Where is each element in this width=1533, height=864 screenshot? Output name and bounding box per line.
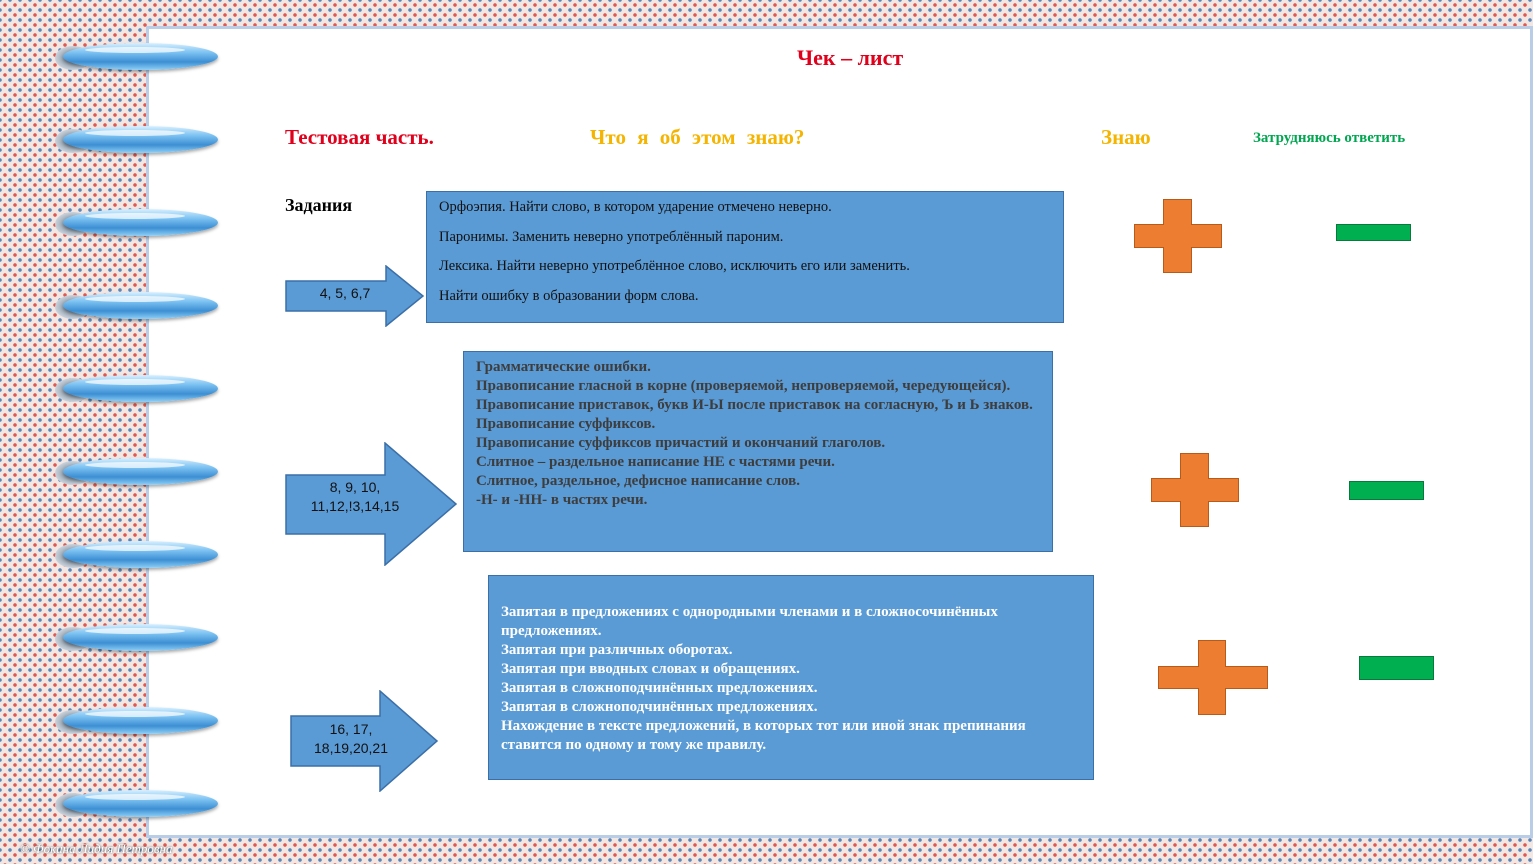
topic-item: Орфоэпия. Найти слово, в котором ударени… bbox=[439, 199, 832, 215]
topic-item: Лексика. Найти неверно употреблённое сло… bbox=[439, 258, 910, 274]
topic-item: Запятая при вводных словах и обращениях. bbox=[501, 661, 800, 677]
binding-ring bbox=[55, 40, 225, 74]
topic-item: Запятая в предложениях с однородными чле… bbox=[501, 604, 998, 639]
header-what-i-know: Что я об этом знаю? bbox=[590, 125, 805, 149]
binding-ring bbox=[55, 704, 225, 738]
page-title: Чек – лист bbox=[797, 45, 904, 70]
topic-item: -Н- и -НН- в частях речи. bbox=[476, 492, 648, 508]
copyright-text: © Фокина Лидия Петровна bbox=[20, 841, 173, 856]
topic-item: Паронимы. Заменить неверно употреблённый… bbox=[439, 228, 784, 245]
task-numbers-line: 16, 17, bbox=[329, 721, 373, 737]
header-test-part: Тестовая часть. bbox=[285, 125, 434, 149]
binding-ring bbox=[55, 455, 225, 489]
topic-item: Грамматические ошибки. bbox=[476, 359, 651, 375]
binding-ring bbox=[55, 538, 225, 572]
topic-item: Правописание суффиксов причастий и оконч… bbox=[476, 435, 886, 451]
tasks-label: Задания bbox=[285, 195, 353, 215]
topic-item: Найти ошибку в образовании форм слова. bbox=[439, 287, 699, 304]
header-hard-to-answer: Затрудняюсь ответить bbox=[1253, 130, 1406, 146]
topic-box-1: Орфоэпия. Найти слово, в котором ударени… bbox=[426, 191, 1064, 323]
minus-icon[interactable] bbox=[1359, 656, 1434, 680]
binding-ring bbox=[55, 372, 225, 406]
binding-ring bbox=[55, 123, 225, 157]
task-numbers-arrow-1: 4, 5, 6,7 bbox=[285, 265, 425, 327]
minus-icon[interactable] bbox=[1349, 481, 1424, 500]
task-numbers-arrow-3: 16, 17, 18,19,20,21 bbox=[290, 690, 439, 792]
topic-item: Правописание приставок, букв И-Ы после п… bbox=[476, 397, 1033, 413]
topic-item: Правописание гласной в корне (проверяемо… bbox=[476, 378, 1011, 394]
topic-item: Запятая при различных оборотах. bbox=[501, 642, 733, 658]
binding-ring bbox=[55, 621, 225, 655]
binding-ring bbox=[55, 289, 225, 323]
plus-icon[interactable] bbox=[1158, 640, 1268, 715]
topic-item: Запятая в сложноподчинённых предложениях… bbox=[501, 680, 818, 696]
task-numbers-arrow-2: 8, 9, 10, 11,12,!3,14,15 bbox=[285, 442, 458, 566]
binding-ring bbox=[55, 206, 225, 240]
topic-item: Правописание суффиксов. bbox=[476, 416, 656, 432]
topic-item: Слитное, раздельное, дефисное написание … bbox=[476, 473, 801, 489]
task-numbers-line: 11,12,!3,14,15 bbox=[310, 498, 400, 514]
topic-item: Слитное – раздельное написание НЕ с част… bbox=[476, 454, 835, 470]
topic-box-2: Грамматические ошибки. Правописание глас… bbox=[463, 351, 1053, 552]
plus-icon[interactable] bbox=[1151, 453, 1239, 527]
plus-icon[interactable] bbox=[1134, 199, 1222, 273]
header-know: Знаю bbox=[1101, 125, 1151, 149]
task-numbers-line: 4, 5, 6,7 bbox=[319, 285, 371, 301]
task-numbers-line: 18,19,20,21 bbox=[314, 740, 388, 756]
task-numbers-line: 8, 9, 10, bbox=[329, 479, 381, 495]
topic-item: Нахождение в тексте предложений, в котор… bbox=[501, 718, 1026, 753]
binding-ring bbox=[55, 787, 225, 821]
topic-box-3: Запятая в предложениях с однородными чле… bbox=[488, 575, 1094, 780]
minus-icon[interactable] bbox=[1336, 224, 1411, 241]
topic-item: Запятая в сложноподчинённых предложениях… bbox=[501, 699, 818, 715]
